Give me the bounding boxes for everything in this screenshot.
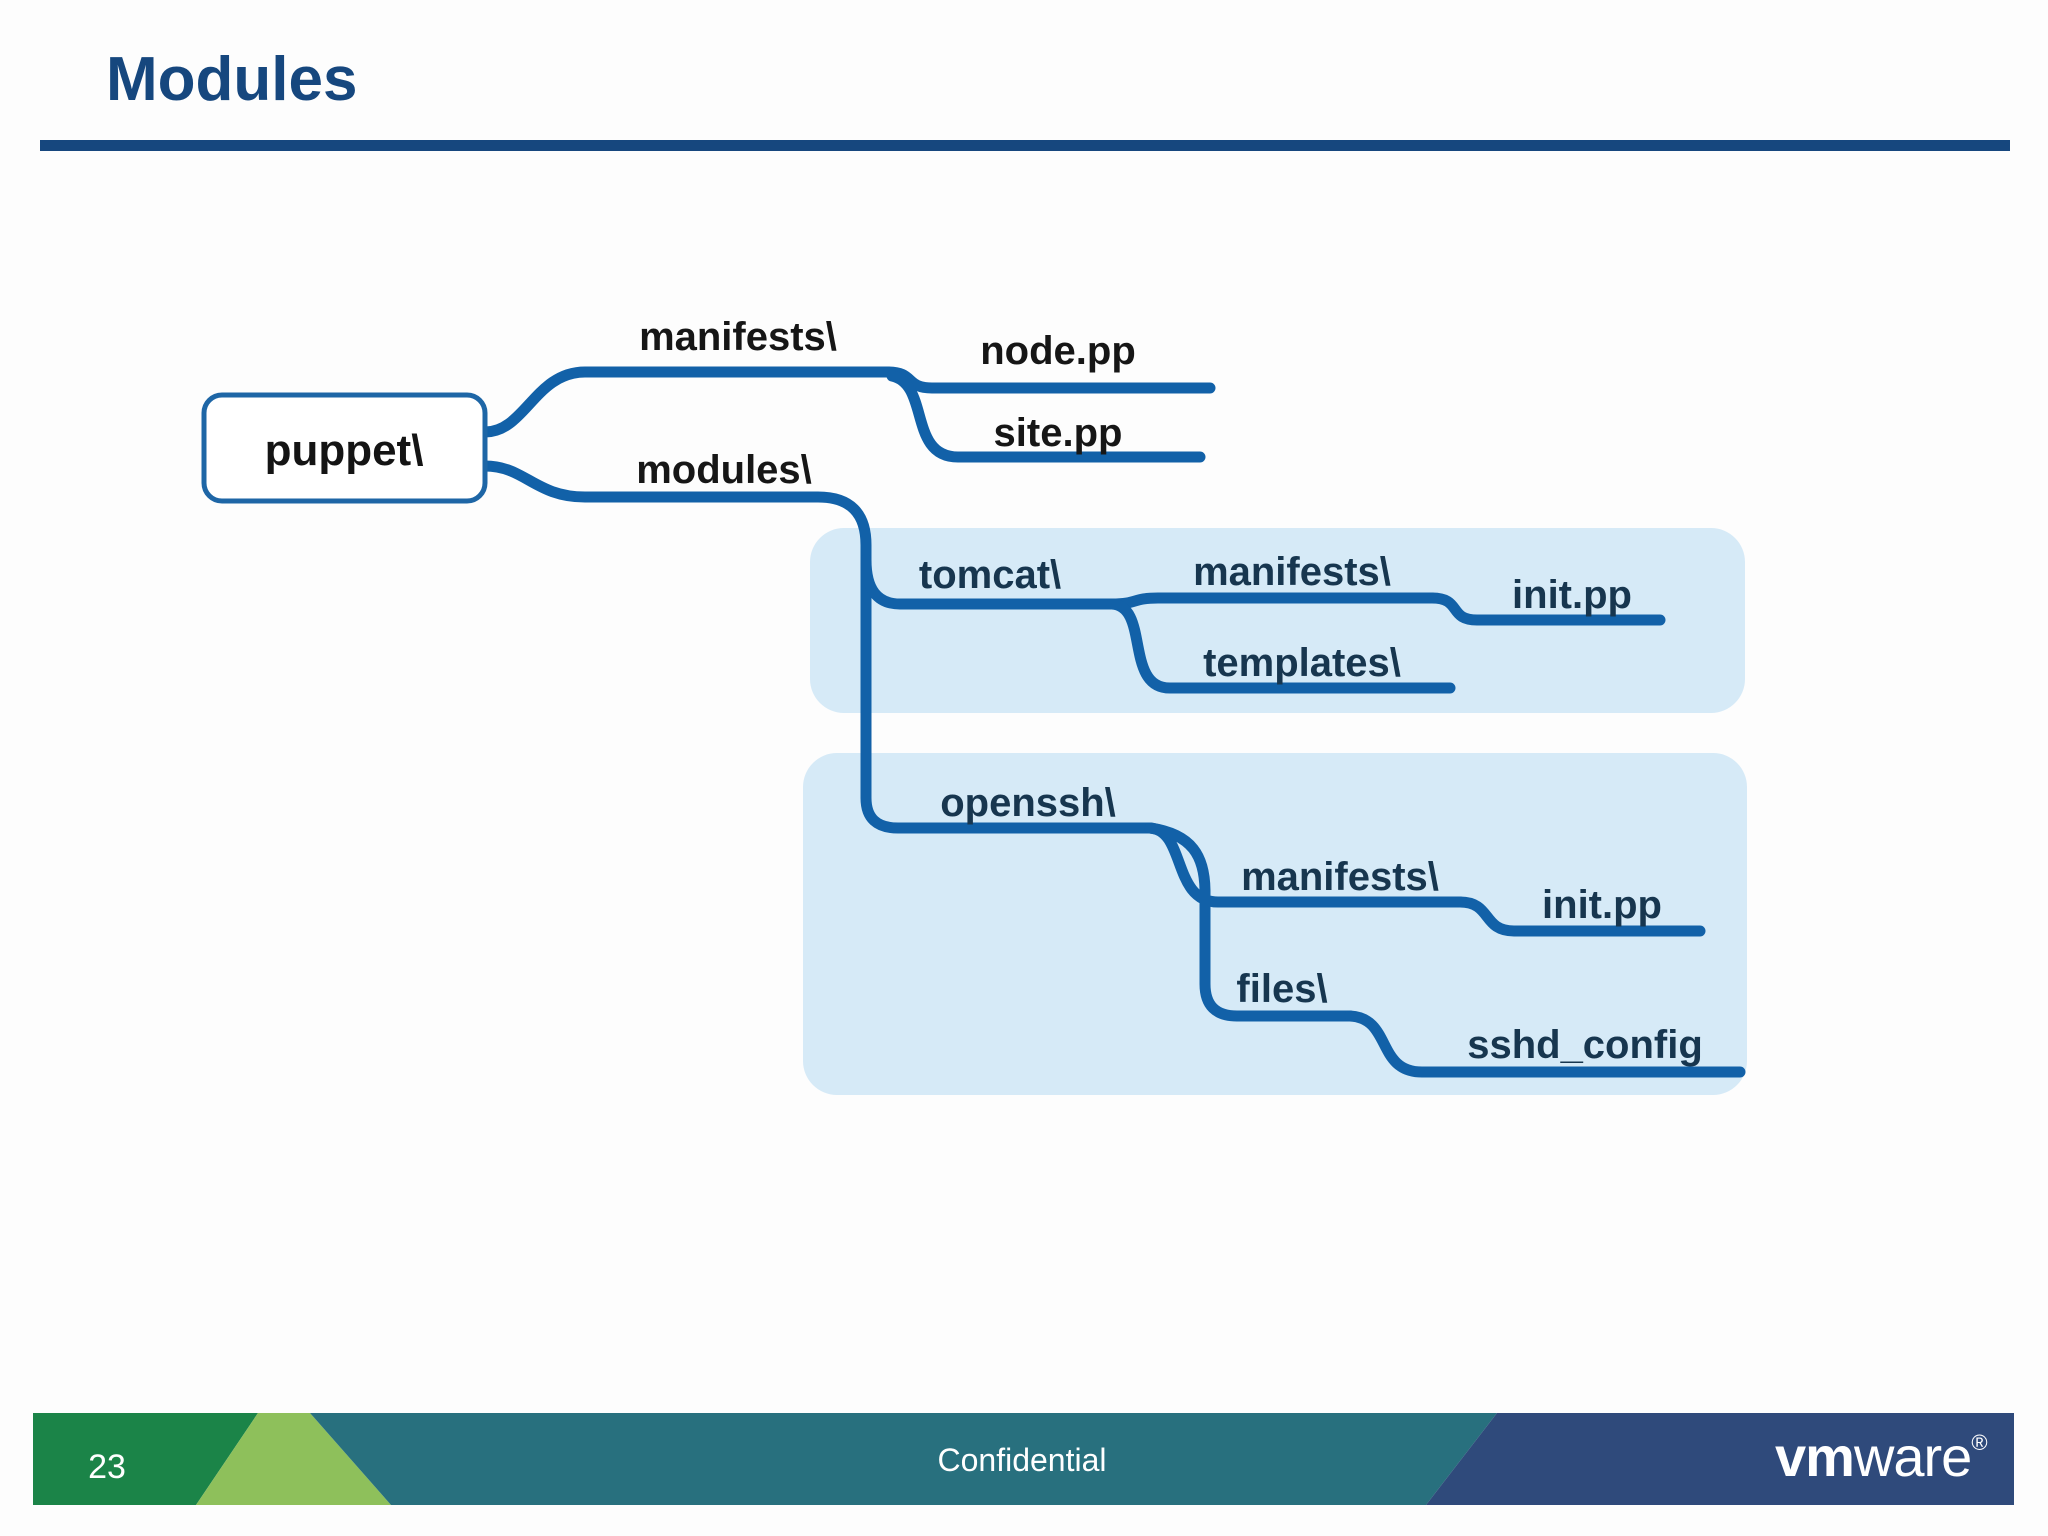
registered-mark: ® — [1971, 1430, 1987, 1455]
header: Modules — [40, 45, 2010, 151]
label-manifests-top: manifests\ — [639, 315, 837, 359]
edge-puppet-modules-openssh — [479, 460, 1156, 834]
edge-manifests-node-pp — [882, 366, 1216, 394]
confidential-label: Confidential — [938, 1442, 1107, 1478]
label-node-pp: node.pp — [980, 329, 1136, 373]
page-title: Modules — [106, 45, 357, 114]
title-underline — [40, 140, 2010, 151]
label-tomcat: tomcat\ — [919, 553, 1061, 597]
label-openssh: openssh\ — [940, 781, 1116, 825]
edge-openssh-manifests-init-pp — [1454, 896, 1706, 937]
vmware-logo-vm: vm — [1775, 1425, 1854, 1488]
label-templates: templates\ — [1203, 641, 1401, 685]
label-openssh-init-pp: init.pp — [1542, 883, 1662, 927]
edge-modules-tomcat-manifests — [860, 554, 1438, 610]
label-files: files\ — [1236, 967, 1327, 1011]
page-number: 23 — [88, 1448, 126, 1486]
tomcat-module-highlight — [810, 528, 1745, 713]
label-modules: modules\ — [636, 448, 812, 492]
label-tomcat-init-pp: init.pp — [1512, 573, 1632, 617]
node-puppet-box — [201, 392, 488, 504]
footer-green-triangle — [196, 1413, 391, 1505]
edge-tomcat-templates — [1106, 598, 1456, 694]
label-site-pp: site.pp — [994, 411, 1123, 455]
footer-dark-green-segment — [33, 1413, 258, 1505]
vmware-logo: vmware® — [1775, 1425, 1987, 1488]
node-puppet-label: puppet\ — [265, 426, 424, 475]
vmware-logo-ware: ware — [1853, 1425, 1971, 1488]
puppet-structure-diagram: puppet\ manifests\ node.pp site.pp modul… — [201, 315, 1747, 1095]
footer-teal-segment — [310, 1413, 1497, 1505]
label-tomcat-manifests: manifests\ — [1193, 550, 1391, 594]
openssh-module-highlight — [803, 753, 1747, 1095]
edge-puppet-manifests — [479, 366, 894, 438]
footer-bar: 23 Confidential vmware® — [33, 1413, 2014, 1505]
footer-navy-segment — [1426, 1413, 2014, 1505]
label-sshd-config: sshd_config — [1467, 1023, 1703, 1067]
edge-openssh-files — [1144, 822, 1356, 1022]
edge-manifests-site-pp — [886, 370, 1206, 463]
edge-files-sshd-config — [1344, 1010, 1746, 1078]
edge-tomcat-manifests-init-pp — [1426, 592, 1666, 626]
label-openssh-manifests: manifests\ — [1241, 855, 1439, 899]
